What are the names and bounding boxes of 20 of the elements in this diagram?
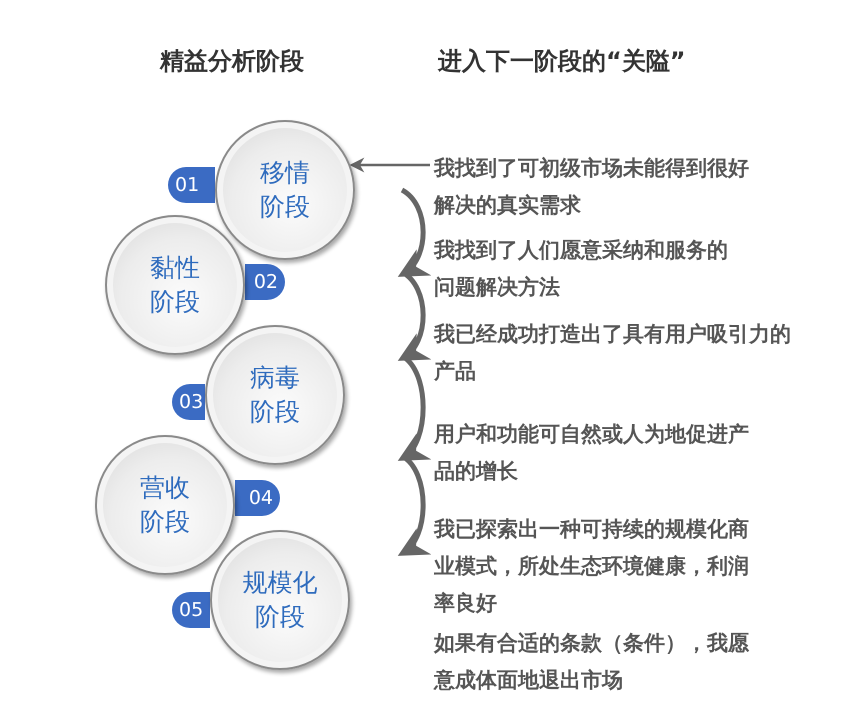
column-heading: 进入下一阶段的“关隘”	[438, 46, 686, 77]
milestone-text: 我已经成功打造出了具有用户吸引力的产品	[402, 316, 796, 390]
stage-circle: 黏性阶段	[105, 215, 245, 355]
curved-arrow	[398, 188, 432, 278]
stage-circle: 移情阶段	[215, 120, 355, 260]
number-badge: 03	[172, 384, 205, 420]
number-badge: 02	[245, 264, 285, 300]
column-heading: 精益分析阶段	[160, 46, 304, 77]
pointer-arrow	[349, 158, 430, 172]
milestone-text: 我找到了可初级市场未能得到很好解决的真实需求	[402, 150, 754, 224]
milestone-text: 我已探索出一种可持续的规模化商业模式，所处生态环境健康，利润率良好	[402, 511, 754, 622]
milestone-text: 如果有合适的条款（条件），我愿意成体面地退出市场	[402, 625, 754, 699]
number-badge: 01	[168, 167, 215, 203]
stage-circle: 病毒阶段	[205, 325, 345, 465]
number-badge: 05	[172, 592, 210, 628]
milestone-text: 用户和功能可自然或人为地促进产品的增长	[402, 416, 754, 490]
number-badge: 04	[235, 480, 280, 516]
milestone-text: 我找到了人们愿意采纳和服务的问题解决方法	[402, 232, 734, 306]
stage-circle: 营收阶段	[95, 435, 235, 575]
stage-circle: 规模化阶段	[210, 530, 350, 670]
